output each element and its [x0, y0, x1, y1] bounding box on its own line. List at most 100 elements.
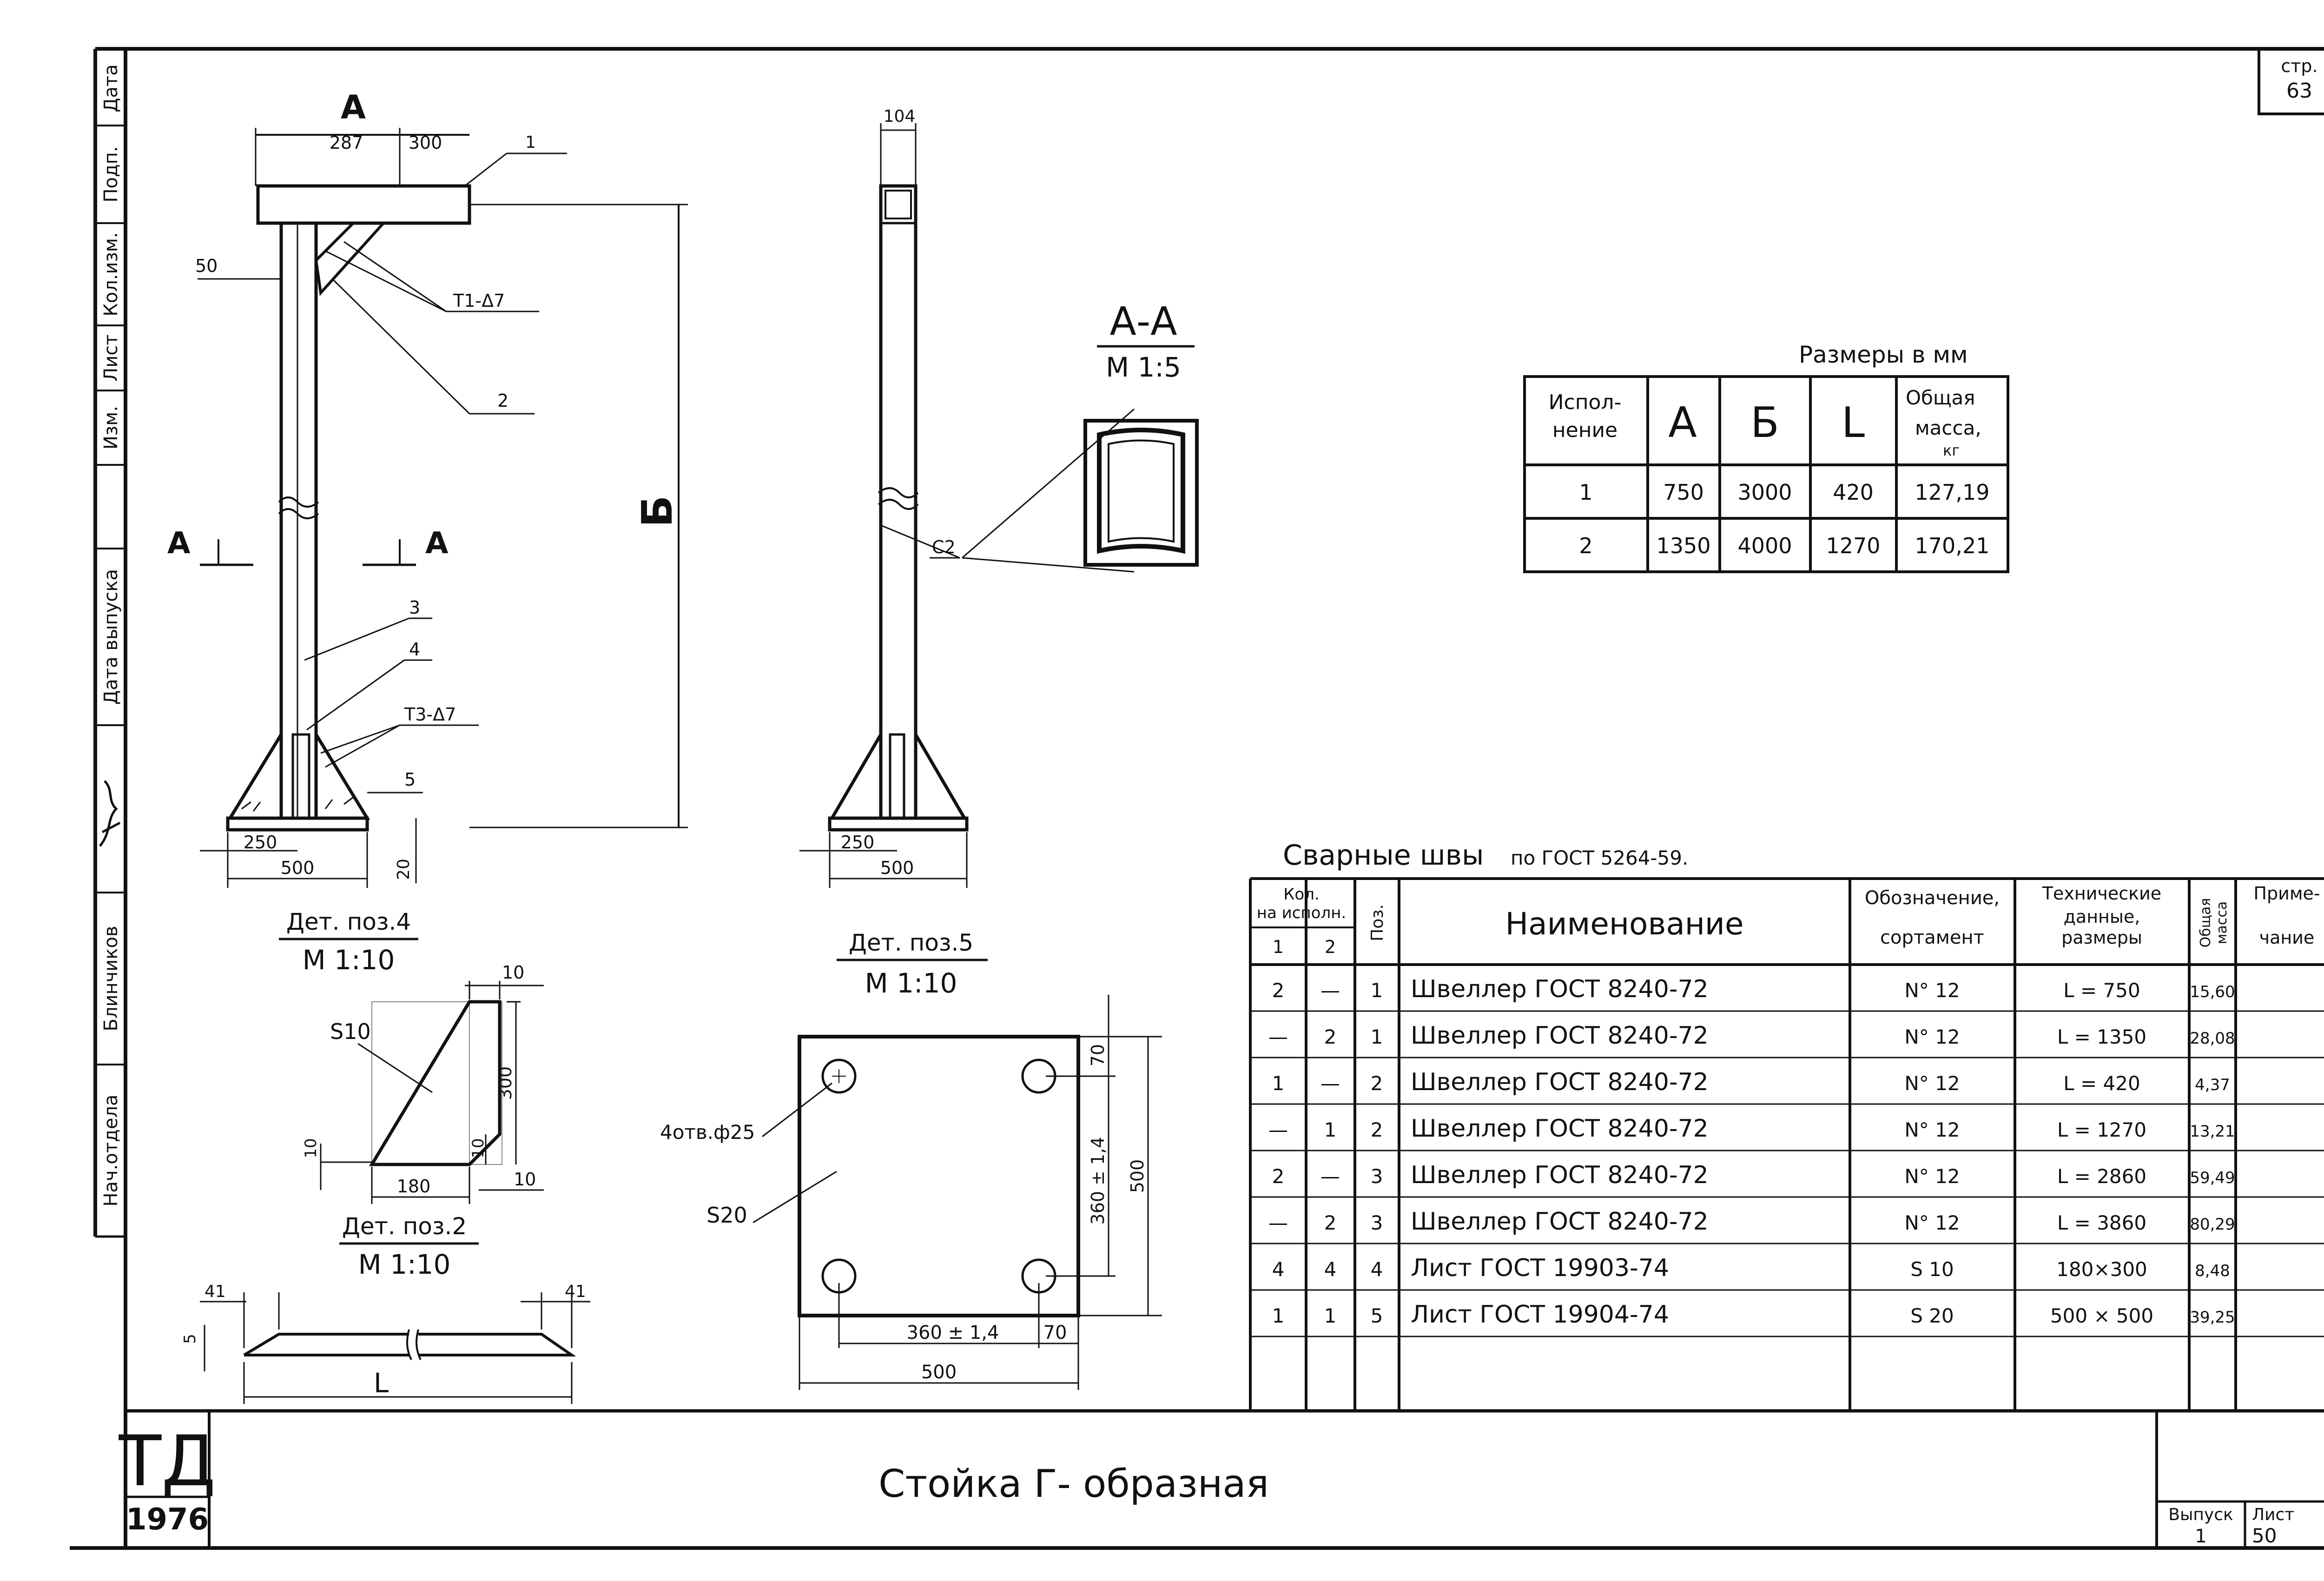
strip-qty-changes: Кол.изм. — [100, 232, 122, 316]
spec-r7-mass: 8,48 — [2195, 1262, 2230, 1280]
spec-h-mass-2: масса — [2214, 901, 2230, 944]
section-aa-scale: М 1:5 — [1106, 351, 1181, 383]
spec-h-note-2: чание — [2259, 927, 2315, 948]
signature-mark — [99, 780, 121, 847]
spec-r5-name: Швеллер ГОСТ 8240-72 — [1411, 1161, 1709, 1189]
spec-r1-qty2: — — [1320, 979, 1340, 1002]
det2-dim-41-right: 41 — [565, 1282, 586, 1301]
det5-dim-70-top: 70 — [1088, 1044, 1108, 1066]
spec-r2-qty2: 2 — [1324, 1025, 1337, 1048]
strip-sign: Подп. — [100, 146, 122, 202]
det5-holes: 4отв.ф25 — [660, 1121, 755, 1144]
spec-r5-mass: 59,49 — [2190, 1169, 2235, 1187]
weld-t1: Т1-Δ7 — [453, 291, 505, 311]
spec-h-desig-1: Обозначение, — [1865, 887, 2000, 909]
left-gusset — [227, 728, 283, 820]
dims-cell-r2-c4: 1270 — [1826, 533, 1880, 558]
page-number: 63 — [2286, 79, 2312, 103]
sheet-label: Лист — [2252, 1505, 2294, 1524]
det4-scale: М 1:10 — [303, 944, 395, 976]
spec-r3-desig: N° 12 — [1904, 1072, 1960, 1095]
dims-cell-r1-c3: 3000 — [1737, 480, 1792, 505]
spec-r8-qty1: 1 — [1272, 1304, 1285, 1327]
side-dim-500: 500 — [880, 858, 914, 878]
spec-r2-mass: 28,08 — [2190, 1029, 2235, 1048]
spec-r1-qty1: 2 — [1272, 979, 1285, 1002]
spec-h-tech-3: размеры — [2061, 927, 2142, 948]
spec-r7-qty2: 4 — [1324, 1258, 1337, 1281]
spec-r3-qty2: — — [1320, 1072, 1340, 1095]
dims-cell-r1-c2: 750 — [1663, 480, 1704, 505]
dims-cell-r1-c5: 127,19 — [1915, 480, 1990, 505]
det2-length: L — [374, 1367, 389, 1399]
dims-h-l: L — [1842, 398, 1865, 447]
spec-h-qty-2: на исполн. — [1257, 904, 1346, 922]
dimensions-table: Размеры в мм Испол- нение А Б L Общая ма… — [1523, 341, 2009, 573]
side-view: 104 С2 250 500 — [799, 107, 969, 888]
dims-cell-r2-c3: 4000 — [1737, 533, 1792, 558]
det2-dim-41-left: 41 — [205, 1282, 226, 1301]
det4-dim-300: 300 — [495, 1066, 515, 1100]
spec-r3-tech: L = 420 — [2063, 1072, 2140, 1095]
column-channel — [279, 221, 318, 820]
dims-h-variant-1: Испол- — [1549, 390, 1622, 414]
dim-300: 300 — [409, 132, 442, 153]
spec-r8-qty2: 1 — [1324, 1304, 1337, 1327]
spec-h-q2: 2 — [1325, 937, 1336, 957]
det5-title: Дет. поз.5 — [849, 929, 973, 956]
section-mark-left: A — [167, 526, 191, 561]
weld-c2: С2 — [932, 537, 956, 557]
spec-h-mass-1: Общая — [2198, 898, 2214, 948]
spec-r7-desig: S 10 — [1910, 1258, 1954, 1281]
dim-50: 50 — [195, 256, 218, 276]
spec-h-qty-1: Кол. — [1283, 885, 1319, 904]
dim-500: 500 — [281, 858, 315, 878]
spec-r5-pos: 3 — [1371, 1165, 1383, 1188]
spec-r3-pos: 2 — [1371, 1072, 1383, 1095]
spec-r2-name: Швеллер ГОСТ 8240-72 — [1411, 1022, 1709, 1050]
dims-cell-r1-c1: 1 — [1579, 480, 1592, 505]
dim-20: 20 — [394, 859, 413, 880]
spec-r1-name: Швеллер ГОСТ 8240-72 — [1411, 975, 1709, 1003]
spec-r4-desig: N° 12 — [1904, 1118, 1960, 1141]
det4-dim-180: 180 — [397, 1176, 431, 1197]
spec-table: Кол. на исполн. 1 2 Поз. Наименование Об… — [1249, 877, 2324, 1411]
spec-r4-tech: L = 1270 — [2057, 1118, 2146, 1141]
pos-5: 5 — [404, 769, 416, 790]
title-block: ТД 1976 Стойка Г- образная Выпуск 1 Лист… — [119, 1409, 2324, 1548]
sheet-number: 50 — [2252, 1524, 2277, 1547]
strip-change: Изм. — [100, 406, 122, 450]
brace-channel — [314, 222, 387, 296]
det4-s10: S10 — [330, 1019, 371, 1044]
section-aa: А-А М 1:5 — [962, 298, 1199, 573]
spec-r1-tech: L = 750 — [2063, 979, 2140, 1002]
dims-caption: Размеры в мм — [1799, 341, 1968, 368]
det5-dim-360-horizontal: 360 ± 1,4 — [907, 1322, 999, 1343]
det4-dim-10-side: 10 — [469, 1138, 488, 1158]
strip-date: Дата — [100, 64, 122, 112]
drawing-title: Стойка Г- образная — [878, 1462, 1269, 1506]
det5-dim-70-bottom: 70 — [1043, 1322, 1067, 1343]
spec-r5-qty1: 2 — [1272, 1165, 1285, 1188]
spec-r5-qty2: — — [1320, 1165, 1340, 1188]
dim-287: 287 — [330, 132, 363, 153]
issue-label: Выпуск — [2168, 1505, 2233, 1524]
det4-dim-10-left: 10 — [302, 1138, 320, 1158]
dim-250: 250 — [244, 832, 277, 853]
spec-r6-tech: L = 3860 — [2057, 1211, 2146, 1234]
detail-pos2: Дет. поз.2 М 1:10 41 41 5 L — [181, 1213, 590, 1404]
det2-title: Дет. поз.2 — [342, 1213, 467, 1240]
dims-h-mass-1: Общая — [1906, 386, 1975, 409]
det5-dim-360-vertical: 360 ± 1,4 — [1088, 1137, 1108, 1225]
spec-r1-desig: N° 12 — [1904, 979, 1960, 1002]
spec-r6-mass: 80,29 — [2190, 1215, 2235, 1234]
side-strip: Дата Подп. Кол.изм. Лист Изм. Дата выпус… — [95, 64, 125, 1207]
page-number-box: стр. 63 — [2258, 47, 2324, 115]
spec-r6-pos: 3 — [1371, 1211, 1383, 1234]
det2-scale: М 1:10 — [358, 1249, 451, 1280]
spec-r2-qty1: — — [1268, 1025, 1288, 1048]
spec-r7-qty1: 4 — [1272, 1258, 1285, 1281]
